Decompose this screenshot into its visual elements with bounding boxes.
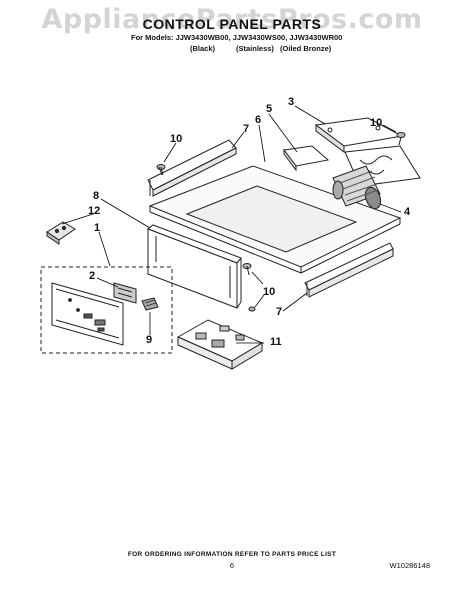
leader-lines	[61, 105, 402, 344]
part-1-assembly	[40, 266, 173, 354]
callout-3: 3	[288, 96, 295, 108]
page-title: CONTROL PANEL PARTS	[142, 16, 322, 32]
document-part-number: W10286148	[389, 561, 430, 570]
callout-10-c: 10	[263, 286, 276, 298]
callout-8: 8	[93, 190, 100, 202]
callout-10-a: 10	[170, 133, 183, 145]
part-11-board	[176, 319, 264, 370]
ordering-note: FOR ORDERING INFORMATION REFER TO PARTS …	[127, 551, 337, 558]
part-10-screw-a	[156, 164, 166, 176]
callout-7-lower: 7	[276, 306, 283, 318]
callout-5: 5	[266, 103, 273, 115]
part-8-front-trim	[147, 224, 242, 309]
callout-9: 9	[146, 334, 153, 346]
callout-4: 4	[404, 206, 411, 218]
part-2-keypad	[113, 282, 137, 304]
part-12-clip	[46, 221, 76, 245]
models-line: For Models: JJW3430WB00, JJW3430WS00, JJ…	[131, 33, 343, 42]
callout-11: 11	[270, 336, 282, 348]
callout-10-b: 10	[370, 117, 383, 129]
part-4-blower	[332, 165, 382, 210]
page-number: 6	[229, 561, 235, 570]
callout-6: 6	[255, 114, 262, 126]
screw-lower	[248, 306, 256, 312]
part-10-screw-c	[242, 263, 252, 276]
variant-stainless: (Stainless)	[236, 44, 274, 53]
variant-oiled-bronze: (Oiled Bronze)	[280, 44, 332, 53]
part-9-grill	[141, 297, 159, 311]
variant-black: (Black)	[190, 44, 216, 53]
part-10-screw-b	[396, 132, 406, 146]
part-6-panel	[148, 165, 402, 274]
callout-1: 1	[94, 222, 101, 234]
part-7-strip-upper	[147, 139, 237, 197]
part-5-bracket	[283, 145, 330, 172]
callout-12: 12	[88, 205, 101, 217]
callout-2: 2	[89, 270, 96, 282]
callout-7-upper: 7	[243, 123, 250, 135]
part-3-bracket	[314, 117, 404, 153]
part-7-strip-lower	[304, 242, 394, 298]
watermark: AppliancePartsPros.com	[41, 4, 423, 35]
